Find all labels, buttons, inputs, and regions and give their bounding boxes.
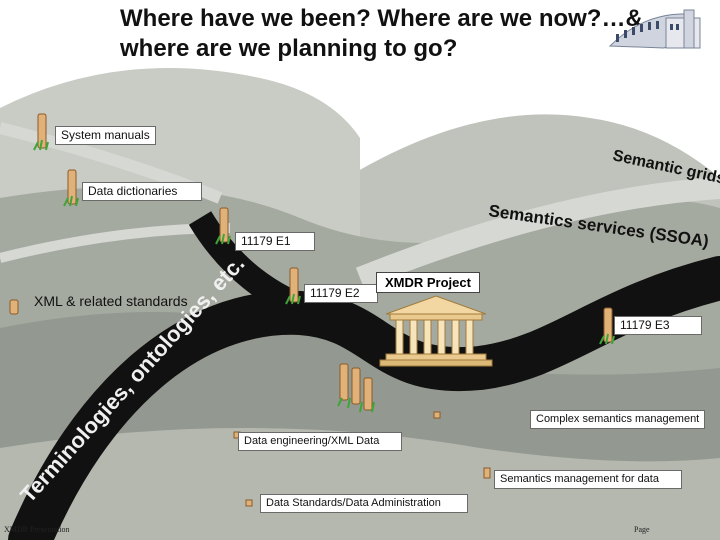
label-xmdr-project: XMDR Project (376, 272, 480, 293)
grass-1 (33, 139, 49, 151)
post-c (363, 377, 373, 411)
title-line-2: where are we planning to go? (120, 35, 458, 62)
post-xml (9, 299, 19, 315)
main-road-branch (188, 211, 325, 327)
post-e3 (603, 307, 613, 343)
label-complex-semantics: Complex semantics management (530, 410, 706, 429)
post-b (351, 367, 361, 405)
grass-5 (599, 333, 615, 345)
title-line-1: Where have we been? Where are we now?…& (120, 5, 643, 32)
post-std (245, 499, 253, 507)
label-11179-e3: 11179 E3 (614, 316, 702, 335)
post-e1 (219, 207, 229, 243)
label-data-dictionaries: Data dictionaries (82, 182, 202, 201)
building-logo-icon (608, 9, 701, 49)
label-data-standards: Data Standards/Data Administration (260, 494, 468, 513)
road-semantic-grids (355, 177, 720, 289)
grass-3 (215, 233, 231, 245)
page-title: Where have we been? Where are we now?…& … (120, 4, 680, 64)
grass-2 (63, 195, 79, 207)
main-road (8, 256, 720, 540)
footer-page: Page (634, 525, 650, 534)
post-system-manuals (37, 113, 47, 149)
post-complex (433, 411, 441, 419)
label-data-engineering: Data engineering/XML Data (238, 432, 402, 451)
foreground (0, 428, 720, 540)
label-semantics-management: Semantics management for data (494, 470, 682, 489)
label-11179-e2: 11179 E2 (304, 284, 378, 303)
temple-icon (379, 295, 493, 367)
grass-6 (337, 397, 375, 413)
footer-left: XMDR Presentation (4, 525, 70, 534)
post-a (339, 363, 349, 401)
label-system-manuals: System manuals (55, 126, 156, 145)
grass-4 (285, 293, 301, 305)
post-data-dictionaries (67, 169, 77, 205)
label-11179-e1: 11179 E1 (235, 232, 315, 251)
label-xml-related-standards: XML & related standards (34, 293, 188, 309)
post-e2 (289, 267, 299, 303)
post-sem (483, 467, 491, 479)
